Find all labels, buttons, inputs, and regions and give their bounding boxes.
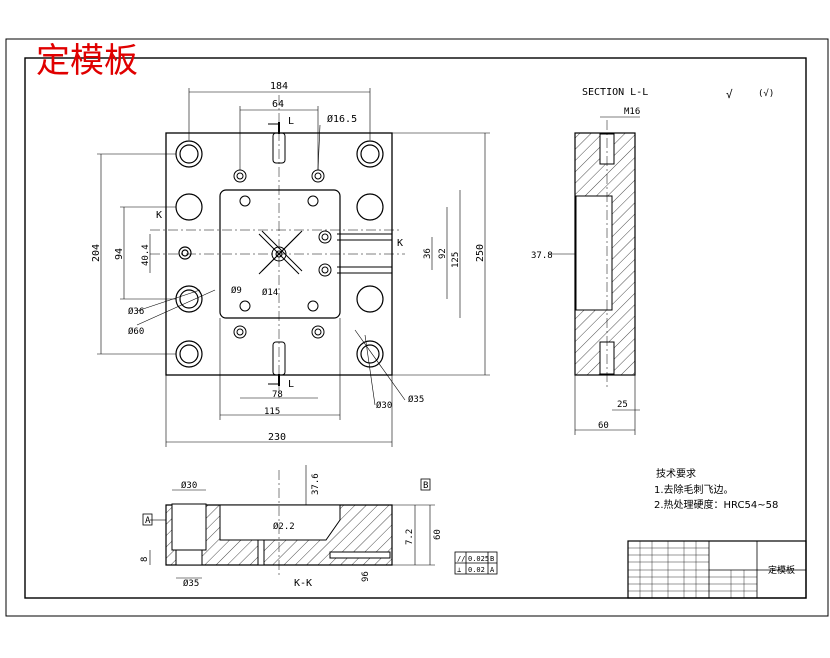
dim-m16: M16 <box>624 107 640 117</box>
dim-204: 204 <box>91 244 102 262</box>
tol-val-1: 0.025 <box>468 555 489 563</box>
section-mark-k-left: K <box>156 210 162 221</box>
tol-sym-1: // <box>457 555 465 563</box>
dim-8: 8 <box>140 557 150 562</box>
tech-requirements: 技术要求 1.去除毛刺飞边。 2.热处理硬度：HRC54~58 <box>654 467 778 511</box>
roughness-symbol: √ <box>726 88 733 101</box>
bolt-holes <box>233 169 332 339</box>
dim-kk-60: 60 <box>433 529 443 540</box>
tech-item-2: 2.热处理硬度：HRC54~58 <box>654 498 778 511</box>
section-kk-title: K-K <box>294 578 312 589</box>
tol-sym-2: ⊥ <box>457 566 461 574</box>
tech-heading: 技术要求 <box>656 467 696 480</box>
dim-36: 36 <box>423 248 433 259</box>
datum-b: B <box>423 481 428 491</box>
dim-92: 92 <box>438 248 448 259</box>
dim-37-6: 37.6 <box>311 473 321 495</box>
dim-d35: Ø35 <box>408 394 424 405</box>
roughness-note: (√) <box>758 88 774 99</box>
runner <box>258 230 303 275</box>
datum-a: A <box>145 516 151 526</box>
tol-ref-2: A <box>490 566 495 574</box>
top-view: L L K K <box>91 81 490 447</box>
dim-d60: Ø60 <box>128 326 144 337</box>
slots <box>272 132 392 376</box>
dim-kk-d35: Ø35 <box>183 578 199 589</box>
section-mark-k-right: K <box>397 238 403 249</box>
dim-64: 64 <box>272 99 284 110</box>
dim-25: 25 <box>617 400 628 410</box>
dim-40-4: 40.4 <box>141 244 151 266</box>
tolerance-frame: // 0.025 B ⊥ 0.02 A <box>454 551 498 575</box>
sheet-title: 定模板 <box>36 41 138 81</box>
dim-115: 115 <box>264 407 280 417</box>
guide-holes <box>175 140 384 368</box>
dim-125: 125 <box>451 252 461 268</box>
section-ll: SECTION L-L √ (√) M16 37.8 25 60 <box>531 87 774 435</box>
dim-d14: Ø14 <box>262 287 278 298</box>
dim-230: 230 <box>268 432 286 443</box>
dim-250: 250 <box>475 244 486 262</box>
dim-96: 96 <box>361 571 371 582</box>
tol-val-2: 0.02 <box>468 566 485 574</box>
section-ll-title: SECTION L-L <box>582 87 648 98</box>
dim-d9: Ø9 <box>231 285 242 296</box>
section-ll-dims <box>548 116 640 435</box>
title-block <box>627 540 807 599</box>
dim-kk-d30: Ø30 <box>181 480 197 491</box>
dimension-lines <box>97 88 490 447</box>
title-block-name: 定模板 <box>768 564 795 576</box>
dim-184: 184 <box>270 81 288 92</box>
section-mark-l-top: L <box>288 116 294 127</box>
section-mark-l-bottom: L <box>288 379 294 390</box>
dim-60: 60 <box>598 421 609 431</box>
section-kk-dims <box>149 465 435 579</box>
dim-d30: Ø30 <box>376 400 392 411</box>
dim-d36: Ø36 <box>128 306 144 317</box>
dim-78: 78 <box>272 390 283 400</box>
dim-37-8: 37.8 <box>531 251 553 261</box>
dim-d32-2: Ø2.2 <box>273 521 295 532</box>
dim-94: 94 <box>114 248 125 260</box>
section-kk: A B Ø30 Ø2.2 37.6 7.2 60 8 Ø35 96 K-K <box>140 465 443 589</box>
dim-d16-5: Ø16.5 <box>327 113 357 125</box>
tech-item-1: 1.去除毛刺飞边。 <box>654 483 734 496</box>
dim-7-2: 7.2 <box>405 529 415 545</box>
outer-border <box>5 38 829 617</box>
tol-ref-1: B <box>490 555 494 563</box>
inner-border <box>24 57 807 599</box>
